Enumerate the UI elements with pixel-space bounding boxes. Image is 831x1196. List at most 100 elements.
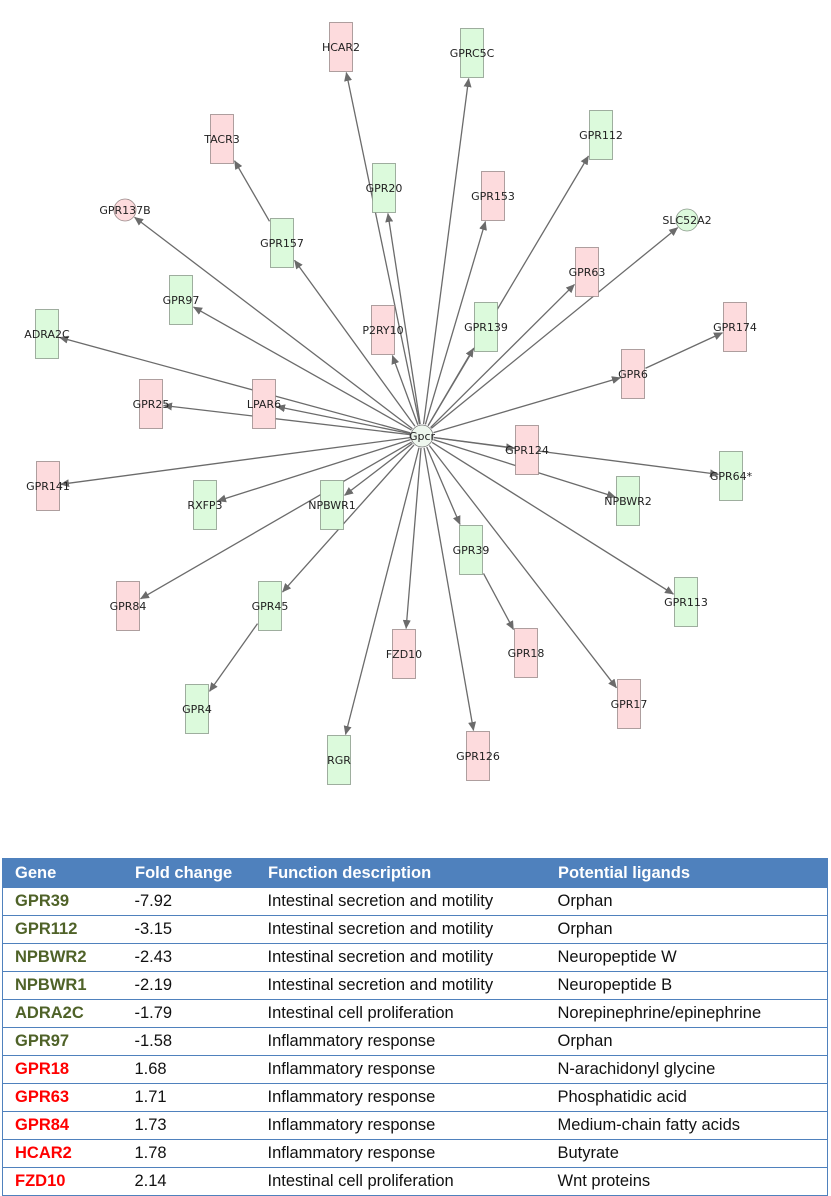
node-hub-gpcr[interactable]: Gpcr: [409, 424, 436, 448]
function-cell: Intestinal secretion and motility: [255, 943, 546, 972]
node-label: GPR4: [182, 703, 212, 716]
node-gpr18[interactable]: GPR18: [508, 628, 545, 678]
node-gpr124[interactable]: GPR124: [505, 425, 549, 475]
node-gpr6[interactable]: GPR6: [618, 349, 648, 399]
node-hcar2[interactable]: HCAR2: [322, 22, 360, 72]
edge-hub-to-gpr126: [423, 447, 477, 731]
node-gpr174[interactable]: GPR174: [713, 302, 757, 352]
node-gpr112[interactable]: GPR112: [579, 110, 623, 160]
node-shape: [575, 247, 599, 297]
node-shape: [674, 577, 698, 627]
ligand-cell: Phosphatidic acid: [545, 1083, 828, 1112]
node-gpr113[interactable]: GPR113: [664, 577, 708, 627]
node-shape: [252, 379, 276, 429]
function-cell: Inflammatory response: [255, 1027, 546, 1056]
node-gpr4[interactable]: GPR4: [182, 684, 212, 734]
gene-cell: GPR18: [2, 1055, 123, 1084]
node-label: GPR126: [456, 750, 500, 763]
node-tacr3[interactable]: TACR3: [203, 114, 240, 164]
node-gpr157[interactable]: GPR157: [260, 218, 304, 268]
function-cell: Intestinal secretion and motility: [255, 971, 546, 1000]
node-shape: [36, 461, 60, 511]
edge-hub-to-gpr137b: [134, 216, 413, 430]
node-gpr20[interactable]: GPR20: [366, 163, 403, 213]
edge-hub-to-p2ry10: [391, 355, 419, 425]
function-cell: Inflammatory response: [255, 1055, 546, 1084]
node-label: P2RY10: [362, 324, 403, 337]
fold-change-cell: -2.43: [122, 943, 256, 972]
node-label: GPR45: [252, 600, 289, 613]
node-lpar6[interactable]: LPAR6: [247, 379, 281, 429]
edge-hub-to-gpr141: [60, 436, 411, 488]
node-label: LPAR6: [247, 398, 281, 411]
function-cell: Intestinal secretion and motility: [255, 915, 546, 944]
node-shape: [617, 679, 641, 729]
node-shape: [320, 480, 344, 530]
node-gpr39[interactable]: GPR39: [453, 525, 490, 575]
node-gpr63[interactable]: GPR63: [569, 247, 606, 297]
node-shape: [392, 629, 416, 679]
node-rxfp3[interactable]: RXFP3: [187, 480, 223, 530]
fold-change-cell: -1.79: [122, 999, 256, 1028]
node-npbwr2[interactable]: NPBWR2: [604, 476, 652, 526]
edge-hub-to-gpr64: [433, 436, 719, 478]
gene-cell: HCAR2: [2, 1139, 123, 1168]
node-rgr[interactable]: RGR: [327, 735, 351, 785]
node-gprc5c[interactable]: GPRC5C: [450, 28, 495, 78]
node-label: GPR97: [163, 294, 200, 307]
edge-hub-to-gpr17: [428, 445, 618, 689]
node-label: GPR137B: [99, 204, 150, 217]
node-gpr153[interactable]: GPR153: [471, 171, 515, 221]
node-shape: [139, 379, 163, 429]
node-shape: [169, 275, 193, 325]
node-label: GPRC5C: [450, 47, 495, 60]
node-shape: [466, 731, 490, 781]
node-gpr84[interactable]: GPR84: [110, 581, 147, 631]
node-gpr137b[interactable]: GPR137B: [99, 198, 151, 222]
ligand-cell: Butyrate: [545, 1139, 828, 1168]
node-npbwr1[interactable]: NPBWR1: [308, 480, 356, 530]
gene-cell: FZD10: [2, 1167, 123, 1196]
node-gpr97[interactable]: GPR97: [163, 275, 200, 325]
node-label: GPR25: [133, 398, 170, 411]
node-label: GPR174: [713, 321, 757, 334]
node-adra2c[interactable]: ADRA2C: [24, 309, 70, 359]
node-gpr17[interactable]: GPR17: [611, 679, 648, 729]
node-gpr45[interactable]: GPR45: [252, 581, 289, 631]
node-label: ADRA2C: [24, 328, 70, 341]
edge-gpr6-to-gpr174: [645, 332, 723, 369]
node-shape: [270, 218, 294, 268]
edge-hub-to-npbwr1: [344, 442, 413, 496]
node-gpr126[interactable]: GPR126: [456, 731, 500, 781]
node-label: GPR39: [453, 544, 490, 557]
node-fzd10[interactable]: FZD10: [386, 629, 422, 679]
node-label: NPBWR2: [604, 495, 652, 508]
fold-change-cell: 1.71: [122, 1083, 256, 1112]
edge-hub-to-gpr63: [430, 283, 575, 429]
header-potential-ligands: Potential ligands: [545, 858, 828, 888]
node-gpr141[interactable]: GPR141: [26, 461, 70, 511]
node-label: GPR153: [471, 190, 515, 203]
node-gpr139[interactable]: GPR139: [464, 302, 508, 352]
ligand-cell: Orphan: [545, 1027, 828, 1056]
node-gpr25[interactable]: GPR25: [133, 379, 170, 429]
node-label: GPR20: [366, 182, 403, 195]
node-label: GPR63: [569, 266, 606, 279]
node-shape: [460, 28, 484, 78]
node-label: GPR141: [26, 480, 70, 493]
node-p2ry10[interactable]: P2RY10: [362, 305, 404, 355]
node-shape: [616, 476, 640, 526]
fold-change-cell: 1.73: [122, 1111, 256, 1140]
node-gpr64[interactable]: GPR64*: [710, 451, 753, 501]
node-slc52a2[interactable]: SLC52A2: [662, 208, 712, 232]
edge-hub-to-gpr45: [282, 444, 415, 593]
